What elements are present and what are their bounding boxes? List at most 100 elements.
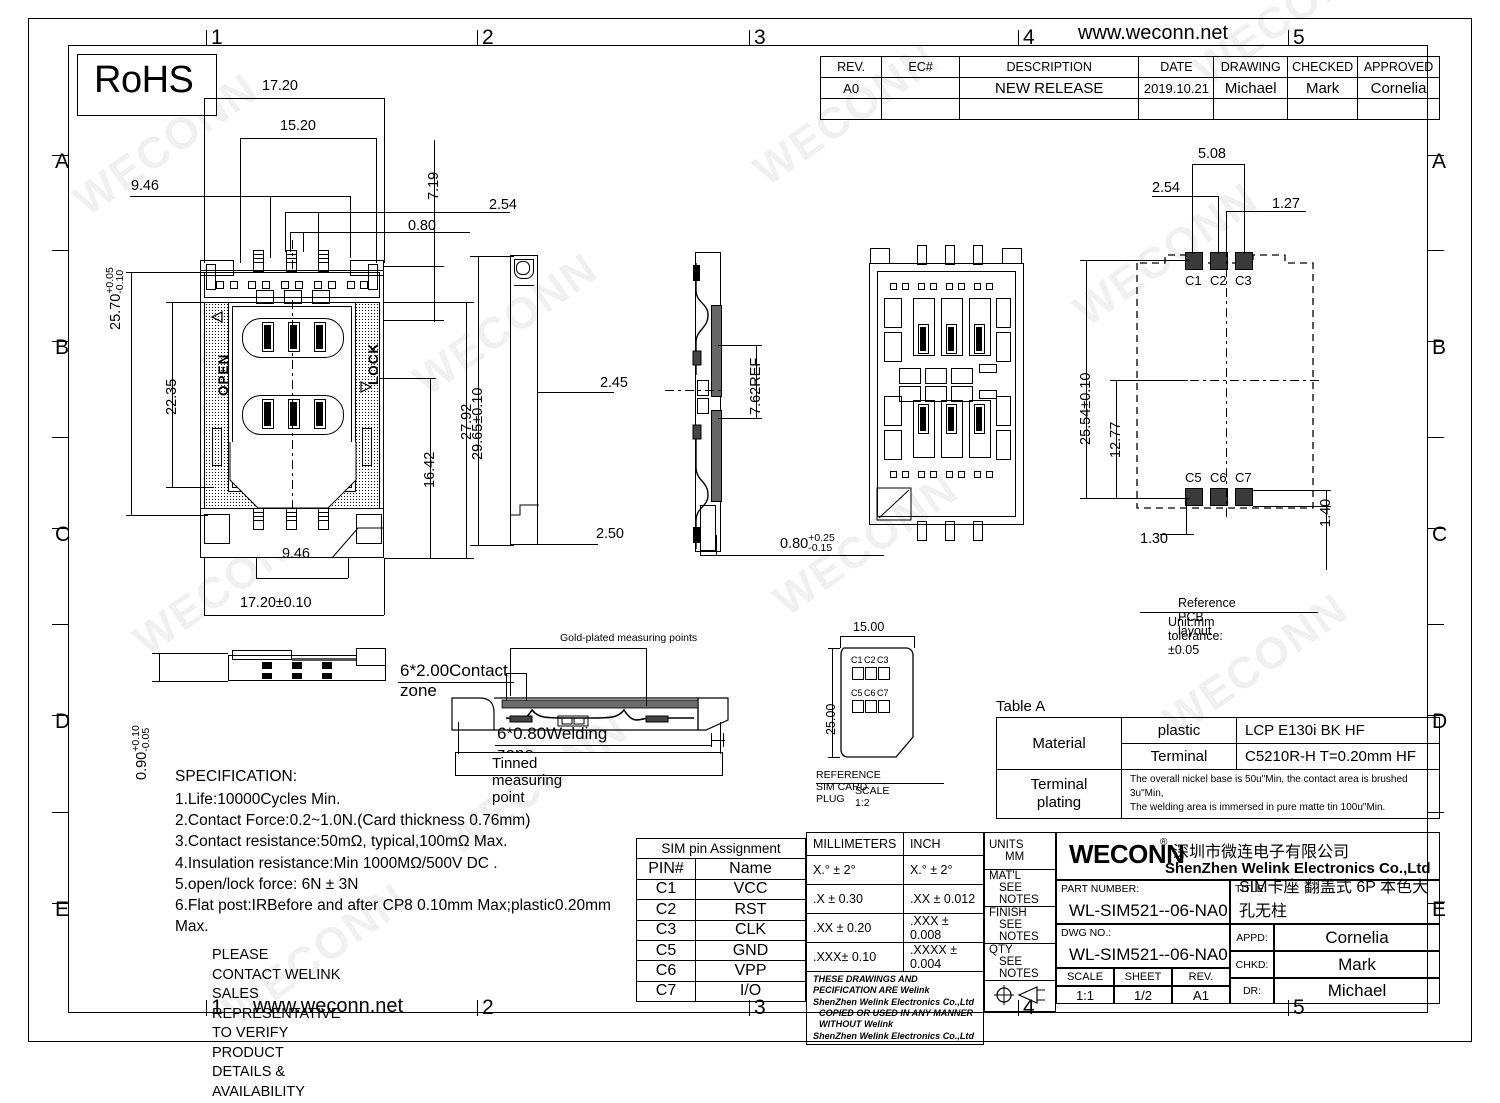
rev-value: A1: [1172, 986, 1230, 1004]
notice-line2: ShenZhen Welink Electronics Co.,Ltd: [813, 996, 975, 1007]
table-row: THESE DRAWINGS AND PECIFICATION ARE Weli…: [806, 970, 984, 1046]
terminal-plating-label: Terminal plating: [996, 769, 1122, 819]
drawing-inner-border: [68, 45, 1428, 1013]
table-row: MILLIMETERS INCH: [806, 832, 985, 856]
dim-pcb-edge-left: 1.30: [1140, 531, 1168, 547]
dim-height-total-group: 25.70+0.05-0.10: [104, 267, 126, 330]
rev-header-approved: APPROVED: [1357, 56, 1440, 78]
specification-heading: SPECIFICATION:: [175, 768, 298, 785]
appd-value: Cornelia: [1274, 924, 1440, 951]
pin-c1: C1: [636, 878, 696, 901]
pin-c5-name: GND: [695, 939, 806, 962]
dim-height-body: 22.35: [164, 378, 180, 415]
registered-mark: ®: [1160, 837, 1168, 848]
matl-label: MAT'L: [989, 870, 1022, 882]
pin-c3-name: CLK: [695, 919, 806, 941]
revision-table: REV. EC# DESCRIPTION DATE DRAWING CHECKE…: [819, 56, 1440, 120]
dim-sim-plug-width: 15.00: [853, 620, 885, 634]
rev-label: REV.: [1172, 968, 1230, 986]
tol-header-inch: INCH: [902, 832, 985, 856]
company-name-en: ShenZhen Welink Electronics Co.,Ltd: [1165, 860, 1431, 877]
matl-value: SEE NOTES: [999, 882, 1039, 906]
table-row: .X ± 0.30.XX ± 0.012: [806, 884, 985, 914]
open-marking: OPEN: [216, 353, 231, 396]
pcb-layout-title: Reference PCB layout: [1178, 596, 1236, 638]
tol-inch-2: .XXX ± 0.008: [902, 913, 985, 943]
chkd-value: Mark: [1274, 951, 1440, 978]
title-block: WECONN ® 深圳市微连电子有限公司 ShenZhen Welink Ele…: [1056, 832, 1440, 1004]
rev-cell-drawing: Michael: [1213, 77, 1289, 99]
table-row: [984, 980, 1056, 1012]
rohs-badge: RoHS: [77, 54, 217, 116]
dim-bottom-overall: 17.20±0.10: [240, 595, 312, 611]
rev-cell2-rev: [819, 98, 883, 120]
pin-c6: C6: [636, 960, 696, 982]
notice-line4: ShenZhen Welink Electronics Co.,Ltd: [813, 1030, 975, 1041]
tol-header-mm: MILLIMETERS: [806, 832, 904, 856]
terminal-label: Terminal: [1121, 743, 1237, 770]
zone-letter-left-E: E: [55, 898, 70, 921]
table-row: X.° ± 2°X.° ± 2°: [806, 855, 985, 885]
table-row: SIM pin Assignment: [636, 837, 806, 860]
sim-plug-label-c2: C2: [864, 655, 876, 665]
dim-pcb-pad-h: 1.40: [1318, 498, 1334, 527]
pin-table-caption: SIM pin Assignment: [636, 837, 806, 860]
part-number-label: PART NUMBER:: [1061, 883, 1140, 895]
pcb-pad-label-c3: C3: [1235, 273, 1252, 288]
contact-notice-line2: TO VERIFY PRODUCT DETAILS & AVAILABILITY: [212, 1025, 305, 1100]
lock-marking: LOCK: [366, 342, 381, 385]
table-a-caption: Table A: [996, 698, 1046, 715]
sheet-label: SHEET: [1114, 968, 1172, 986]
dim-pcb-pad-span: 5.08: [1198, 146, 1226, 162]
rev-cell-ec: [881, 77, 960, 99]
dim-side-height: 29.65±0.10: [470, 387, 486, 460]
dim-height-total-tol-dn: -0.10: [113, 269, 126, 294]
scale-value: 1:1: [1056, 986, 1114, 1004]
pin-c3: C3: [636, 919, 696, 941]
pin-c5: C5: [636, 939, 696, 962]
units-label: UNITS: [989, 839, 1024, 851]
rev-cell2-drawing: [1213, 98, 1289, 120]
dim-lead-tol-dn: -0.15: [808, 541, 833, 554]
table-row: Terminal plating The overall nickel base…: [996, 769, 1440, 819]
projection-symbol-icon: [993, 984, 1045, 1005]
sim-plug-label-c6: C6: [864, 688, 876, 698]
pcb-pad-label-c1: C1: [1185, 273, 1202, 288]
dim-thickness-upper: 2.45: [600, 375, 628, 391]
sheet-value: 1/2: [1114, 986, 1172, 1004]
finish-value: SEE NOTES: [999, 919, 1039, 943]
rev-cell2-date: [1138, 98, 1215, 120]
table-a: Material plastic LCP E130i BK HF Termina…: [996, 717, 1440, 819]
rev-cell2-checked: [1287, 98, 1359, 120]
rev-cell2-ec: [881, 98, 960, 120]
dim-bottom-side-height: 0.90: [134, 751, 151, 780]
rev-cell-date: 2019.10.21: [1138, 77, 1215, 99]
notice-line3: COPIED OR USED IN ANY MANNER WITHOUT Wel…: [819, 1008, 974, 1030]
dim-pin-span-upper: 9.46: [131, 178, 159, 194]
dim-section-ref: 7.62REF: [748, 357, 764, 415]
sim-plug-label-c5: C5: [851, 688, 863, 698]
qty-value: SEE NOTES: [999, 956, 1039, 980]
rev-header-drawing: DRAWING: [1213, 56, 1289, 78]
url-top: www.weconn.net: [1078, 22, 1229, 44]
dim-pcb-mid-height: 12.77: [1108, 421, 1124, 458]
pcb-pad-label-c2: C2: [1210, 273, 1227, 288]
finish-label: FINISH: [989, 907, 1027, 919]
dim-height-total: 25.70: [108, 293, 125, 330]
units-block: UNITS MM MAT'L SEE NOTES FINISH SEE NOTE…: [984, 832, 1056, 1012]
contact-notice-line1: PLEASE CONTACT WELINK SALES REPRESENTATI…: [212, 947, 341, 1022]
zone-letter-left-B: B: [55, 336, 70, 359]
table-row: PIN# Name: [636, 858, 806, 880]
plastic-label: plastic: [1121, 717, 1237, 744]
rev-cell2-description: [958, 98, 1140, 120]
zone-number-top-4: 4: [1023, 26, 1035, 49]
pin-header-num: PIN#: [636, 858, 696, 880]
zone-letter-right-B: B: [1432, 336, 1447, 359]
table-row: Material plastic LCP E130i BK HF: [996, 717, 1440, 770]
zone-number-bottom-1: 1: [211, 996, 223, 1019]
